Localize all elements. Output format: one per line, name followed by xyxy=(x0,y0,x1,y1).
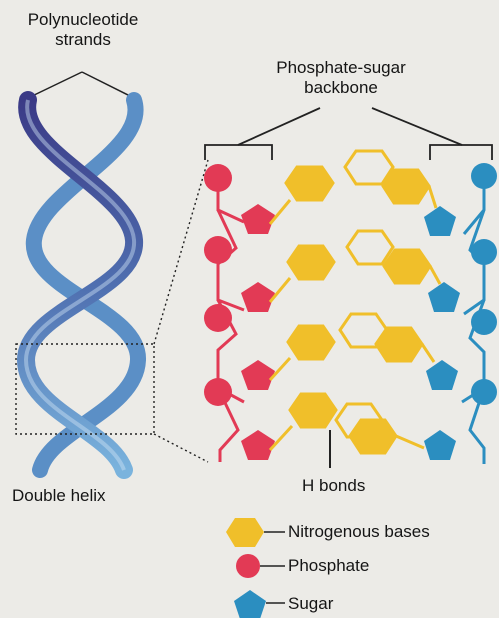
base-pair-4 xyxy=(290,394,396,453)
double-helix xyxy=(26,100,138,470)
legend-phosphate-icon xyxy=(236,554,260,578)
sugar-left xyxy=(241,204,275,460)
backbone-bracket xyxy=(205,108,492,160)
double-helix-label: Double helix xyxy=(12,486,106,506)
nitrogenous-bases xyxy=(286,151,430,453)
base-pair-1 xyxy=(286,151,429,203)
legend-icons xyxy=(226,518,285,618)
legend-base-icon xyxy=(226,518,264,547)
base-pair-2 xyxy=(288,231,430,283)
legend-sugar-icon xyxy=(234,590,266,618)
legend-base-label: Nitrogenous bases xyxy=(288,522,430,542)
legend-sugar-label: Sugar xyxy=(288,594,333,614)
legend-phosphate-label: Phosphate xyxy=(288,556,369,576)
h-bonds-label: H bonds xyxy=(302,476,365,496)
backbone-label: Phosphate-sugar backbone xyxy=(246,58,436,98)
base-pair-3 xyxy=(288,314,422,361)
strands-label: Polynucleotide strands xyxy=(18,10,148,50)
strands-pointer xyxy=(28,72,134,98)
